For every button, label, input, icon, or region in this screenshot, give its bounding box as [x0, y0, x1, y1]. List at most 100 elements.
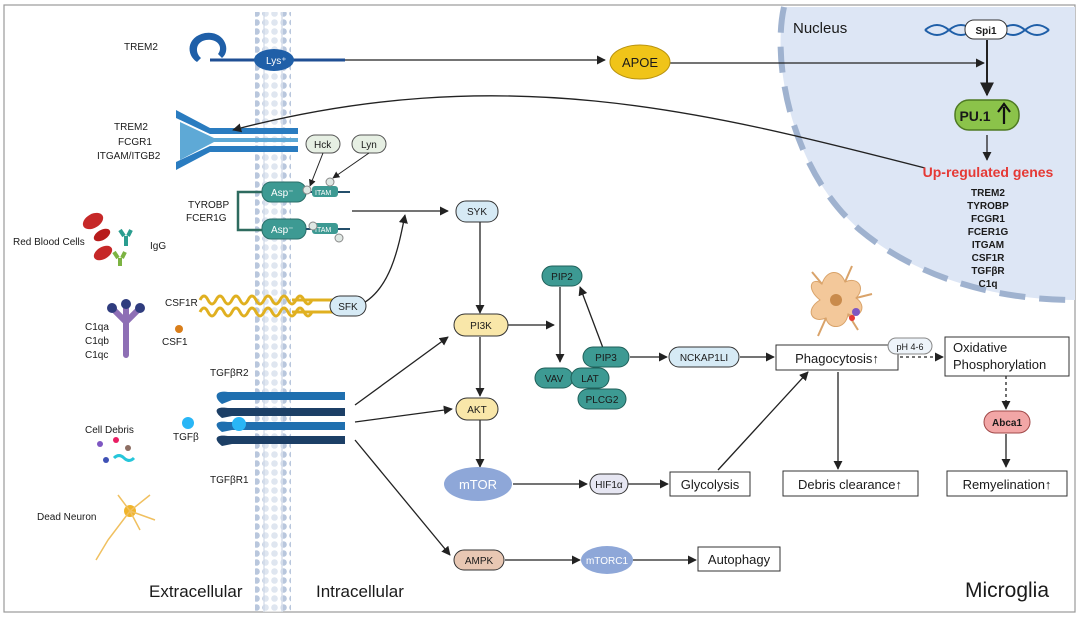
- intracellular-label: Intracellular: [316, 582, 404, 601]
- receptor-itgam-label: ITGAM/ITGB2: [97, 151, 161, 162]
- hif1a-label: HIF1α: [595, 480, 623, 491]
- gene-item: TYROBP: [967, 201, 1009, 212]
- akt-label: AKT: [467, 405, 486, 416]
- c1q-complex: C1qa C1qb C1qc: [85, 299, 145, 361]
- red-blood-cells-label: Red Blood Cells: [13, 237, 85, 248]
- nucleus: Nucleus: [777, 6, 1076, 303]
- c1qa-label: C1qa: [85, 322, 109, 333]
- oxphos-line2: Phosphorylation: [953, 357, 1046, 372]
- hck-lyn: Hck Lyn: [305, 134, 387, 187]
- pip2-node: PIP2: [541, 265, 583, 287]
- autophagy-box: Autophagy: [697, 546, 781, 572]
- mtor-label: mTOR: [459, 477, 497, 492]
- ampk-node: AMPK: [453, 549, 505, 571]
- autophagy-label: Autophagy: [708, 552, 771, 567]
- vav-label: VAV: [545, 374, 564, 385]
- hck-label: Hck: [314, 140, 332, 151]
- oxphos-line1: Oxidative: [953, 340, 1007, 355]
- apoe-node: APOE: [609, 44, 671, 80]
- abca1-node: Abca1: [983, 410, 1031, 434]
- pip3-label: PIP3: [595, 353, 617, 364]
- remyelination-box: Remyelination↑: [946, 470, 1068, 497]
- mtorc1-node: mTORC1: [581, 546, 633, 574]
- tgfbr2-label: TGFβR2: [210, 368, 249, 379]
- phagocytosis-label: Phagocytosis↑: [795, 351, 879, 366]
- itam2-label: ITAM: [315, 227, 331, 234]
- lyn-label: Lyn: [361, 140, 377, 151]
- asp2-label: Asp⁻: [271, 225, 294, 236]
- akt-node: AKT: [455, 397, 499, 421]
- upregulated-title: Up-regulated genes: [923, 164, 1054, 180]
- nucleus-label: Nucleus: [793, 20, 847, 37]
- plcg2-label: PLCG2: [586, 395, 619, 406]
- pu1-node: PU.1: [954, 99, 1020, 131]
- fcer1g-label: FCER1G: [186, 213, 227, 224]
- receptor-fcgr1-label: FCGR1: [118, 137, 152, 148]
- tgfb-label: TGFβ: [173, 432, 199, 443]
- csf1r-receptor: CSF1R CSF1: [162, 294, 335, 348]
- igg-antibody: IgG: [112, 228, 166, 266]
- fc-receptor-complex: TREM2 FCGR1 ITGAM/ITGB2: [97, 110, 298, 170]
- mtorc1-label: mTORC1: [586, 556, 628, 567]
- upregulated-genes: Up-regulated genes TREM2 TYROBP FCGR1 FC…: [923, 164, 1054, 290]
- gene-item: C1q: [979, 279, 998, 290]
- pip2-label: PIP2: [551, 272, 573, 283]
- microglia-cell-icon: [810, 265, 873, 337]
- csf1r-label: CSF1R: [165, 298, 198, 309]
- mtor-node: mTOR: [444, 467, 512, 501]
- debris-clearance-box: Debris clearance↑: [782, 470, 919, 497]
- syk-node: SYK: [455, 200, 499, 223]
- dead-neuron-label: Dead Neuron: [37, 512, 96, 523]
- gene-item: FCGR1: [971, 214, 1005, 225]
- arrows: [232, 40, 1011, 565]
- pu1-up-arrow-icon: [997, 102, 1011, 124]
- ph-label: pH 4-6: [896, 342, 923, 352]
- csf1-label: CSF1: [162, 337, 188, 348]
- nckap1l-node: NCKAP1LI: [668, 346, 740, 368]
- apoe-label: APOE: [622, 55, 658, 70]
- gene-item: FCER1G: [968, 227, 1009, 238]
- igg-label: IgG: [150, 241, 166, 252]
- syk-label: SYK: [467, 207, 487, 218]
- pu1-label: PU.1: [959, 108, 990, 124]
- trem2-top-label: TREM2: [124, 42, 158, 53]
- lat-label: LAT: [581, 374, 599, 385]
- trem2-lys-receptor: Lys⁺ TREM2: [124, 32, 345, 71]
- nckap1l-label: NCKAP1LI: [680, 353, 728, 364]
- lys-label: Lys⁺: [266, 56, 286, 67]
- oxphos-box: Oxidative Phosphorylation: [944, 336, 1070, 377]
- debris-clearance-label: Debris clearance↑: [798, 477, 902, 492]
- cell-debris: Cell Debris: [85, 425, 136, 463]
- extracellular-label: Extracellular: [149, 582, 243, 601]
- gene-item: TGFβR: [971, 266, 1005, 277]
- glycolysis-box: Glycolysis: [669, 471, 751, 497]
- spi1-label: Spi1: [975, 26, 997, 37]
- tyrobp-adaptor: Asp⁻ Asp⁻ ITAM ITAM TYROBP FCER1G: [186, 177, 350, 243]
- sfk-node: SFK: [329, 295, 367, 317]
- microglia-label: Microglia: [965, 579, 1049, 602]
- ph-badge: pH 4-6: [887, 337, 933, 355]
- tyrobp-label: TYROBP: [188, 200, 229, 211]
- cell-debris-label: Cell Debris: [85, 425, 134, 436]
- glycolysis-label: Glycolysis: [681, 477, 740, 492]
- red-blood-cells: Red Blood Cells: [13, 212, 113, 261]
- abca1-label: Abca1: [992, 418, 1022, 429]
- dead-neuron: Dead Neuron: [37, 494, 156, 561]
- phagocytosis-box: Phagocytosis↑: [775, 344, 899, 371]
- itam1-label: ITAM: [315, 190, 331, 197]
- gene-item: CSF1R: [972, 253, 1006, 264]
- sfk-label: SFK: [338, 302, 358, 313]
- ampk-label: AMPK: [465, 556, 494, 567]
- hif1a-node: HIF1α: [589, 473, 629, 495]
- pi3k-label: PI3K: [470, 321, 492, 332]
- gene-item: TREM2: [971, 188, 1005, 199]
- c1qc-label: C1qc: [85, 350, 108, 361]
- tgfb-receptor-complex: TGFβR2 TGFβR1 TGFβ: [173, 368, 345, 486]
- receptor-trem2-label: TREM2: [114, 122, 148, 133]
- pi3k-node: PI3K: [453, 313, 509, 337]
- figure-border: [3, 4, 1076, 613]
- remyelination-label: Remyelination↑: [963, 477, 1052, 492]
- spi1-gene: Spi1: [924, 19, 1050, 40]
